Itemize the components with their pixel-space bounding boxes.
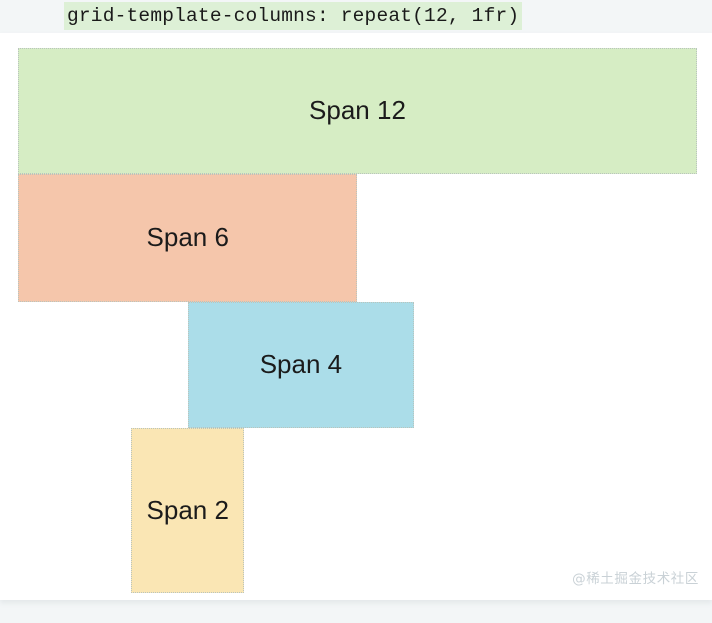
- grid-item-span-4: Span 4: [187, 302, 415, 428]
- grid-item-span-12-label: Span 12: [309, 95, 406, 126]
- grid-item-span-6-label: Span 6: [146, 222, 229, 253]
- grid-item-span-2: Span 2: [131, 428, 245, 593]
- site-watermark: @稀土掘金技术社区: [572, 571, 699, 587]
- grid-item-span-12: Span 12: [18, 48, 697, 174]
- grid-item-span-2-label: Span 2: [146, 494, 229, 525]
- illustration-card: Span 12 Span 6 Span 4 Span 2 @稀土掘金技术社区: [0, 33, 712, 600]
- grid-item-span-4-label: Span 4: [259, 349, 343, 380]
- grid-container: Span 12 Span 6 Span 4 Span 2: [18, 48, 697, 600]
- grid-item-span-6: Span 6: [18, 174, 358, 302]
- grid-template-columns-code-snippet: grid-template-columns: repeat(12, 1fr): [64, 2, 523, 30]
- caption-bar: grid-template-columns: repeat(12, 1fr): [0, 0, 712, 33]
